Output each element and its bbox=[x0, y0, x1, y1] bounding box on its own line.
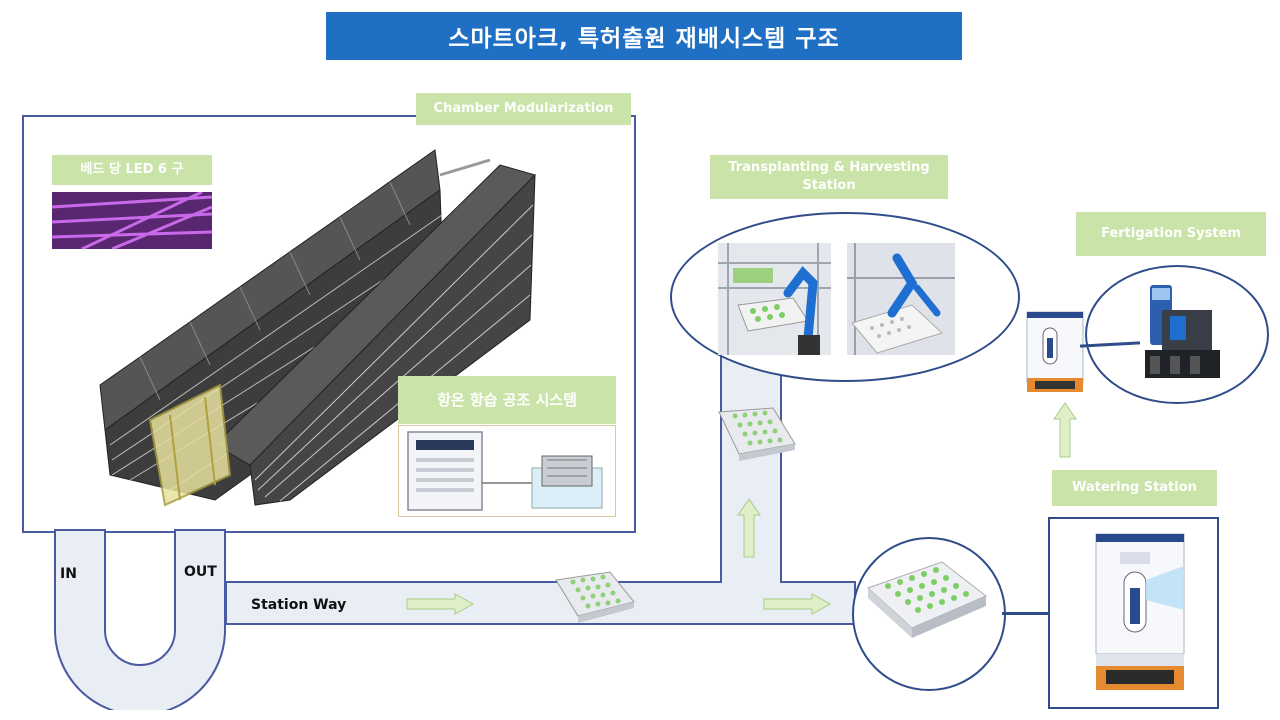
watering-label: Watering Station bbox=[1052, 470, 1217, 506]
connector-line bbox=[1002, 612, 1048, 615]
robot-arm-image-left bbox=[718, 243, 831, 355]
plant-tray-on-path bbox=[555, 571, 635, 623]
fertigation-kiosk-small bbox=[1026, 311, 1084, 392]
hvac-equipment-image bbox=[407, 431, 603, 511]
chamber-label: Chamber Modularization bbox=[416, 93, 631, 125]
hvac-label: 항온 항습 공조 시스템 bbox=[398, 376, 616, 424]
plant-tray-on-vertical-path bbox=[718, 407, 796, 461]
transplanting-label-line2: Station bbox=[802, 178, 856, 193]
arrow-up-icon bbox=[1053, 402, 1077, 458]
station-way-path bbox=[225, 581, 856, 625]
in-label: IN bbox=[60, 566, 77, 582]
led-grow-light-image bbox=[52, 192, 212, 249]
transplanting-label-line1: Transplanting & Harvesting bbox=[728, 160, 930, 176]
in-out-u-path bbox=[54, 529, 226, 710]
station-way-label: Station Way bbox=[251, 597, 347, 613]
plant-tray-detail bbox=[867, 561, 987, 638]
out-label: OUT bbox=[184, 564, 217, 580]
arrow-up-icon bbox=[737, 498, 761, 558]
led-label: 베드 당 LED 6 구 bbox=[52, 155, 212, 185]
fertigation-machine-image bbox=[1145, 285, 1220, 378]
transplanting-label: Transplanting & Harvesting Station bbox=[710, 155, 948, 199]
fertigation-label: Fertigation System bbox=[1076, 212, 1266, 256]
arrow-right-icon bbox=[406, 593, 475, 615]
watering-station-kiosk-image bbox=[1095, 533, 1185, 690]
arrow-right-icon bbox=[763, 593, 832, 615]
page-title: 스마트아크, 특허출원 재배시스템 구조 bbox=[326, 12, 962, 60]
robot-arm-image-right bbox=[847, 243, 955, 355]
